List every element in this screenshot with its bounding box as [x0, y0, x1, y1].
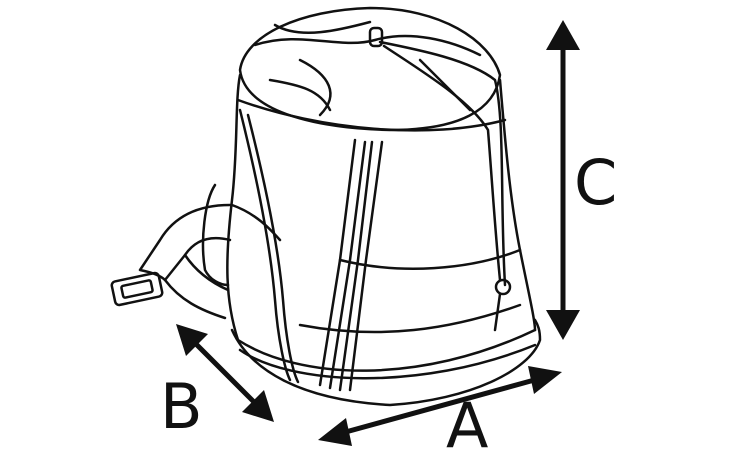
dimension-arrow-a — [318, 366, 562, 446]
dimension-label-c: C — [574, 146, 618, 219]
buckle-icon — [110, 271, 164, 307]
dimension-label-b: B — [160, 370, 203, 443]
backpack-body — [226, 73, 542, 407]
dimension-arrow-b — [176, 324, 274, 422]
cord-lock-icon — [368, 26, 384, 48]
dimension-label-a: A — [446, 389, 489, 462]
dimension-arrow-c — [546, 20, 580, 340]
shoulder-strap — [110, 183, 232, 320]
cord-toggle-icon — [494, 278, 512, 296]
